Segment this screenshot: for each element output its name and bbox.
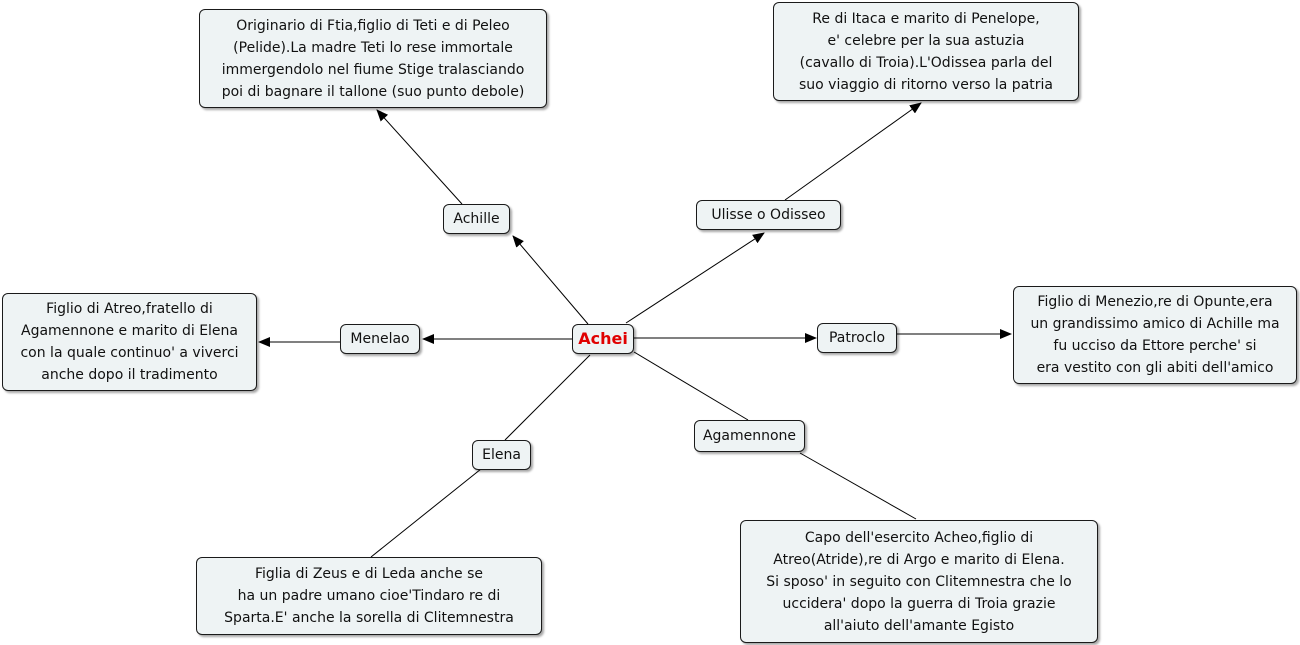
edge-elena-desc [370, 468, 482, 558]
description-elena: Figlia di Zeus e di Leda anche se ha un … [196, 557, 542, 635]
description-ulisse: Re di Itaca e marito di Penelope, e' cel… [773, 2, 1079, 101]
description-achille: Originario di Ftia,figlio di Teti e di P… [199, 9, 547, 108]
edge-achei-ulisse [625, 232, 765, 324]
edge-achei-agamennone [633, 351, 749, 421]
concept-node-agamennone[interactable]: Agamennone [694, 420, 805, 452]
concept-node-patroclo[interactable]: Patroclo [817, 323, 897, 353]
description-patroclo: Figlio di Menezio,re di Opunte,era un gr… [1013, 286, 1297, 384]
concept-node-ulisse[interactable]: Ulisse o Odisseo [696, 200, 841, 230]
edge-achei-elena [504, 354, 591, 441]
concept-node-elena[interactable]: Elena [472, 440, 531, 470]
concept-node-achille[interactable]: Achille [443, 204, 510, 234]
edge-ulisse-desc [784, 102, 922, 201]
concept-node-menelao[interactable]: Menelao [340, 324, 420, 354]
central-node-achei[interactable]: Achei [572, 324, 634, 354]
edge-achille-desc [376, 109, 463, 205]
edge-agamennone-desc [799, 452, 917, 520]
edge-achei-achille [512, 235, 589, 325]
description-agamennone: Capo dell'esercito Acheo,figlio di Atreo… [740, 520, 1098, 643]
description-menelao: Figlio di Atreo,fratello di Agamennone e… [2, 293, 257, 391]
